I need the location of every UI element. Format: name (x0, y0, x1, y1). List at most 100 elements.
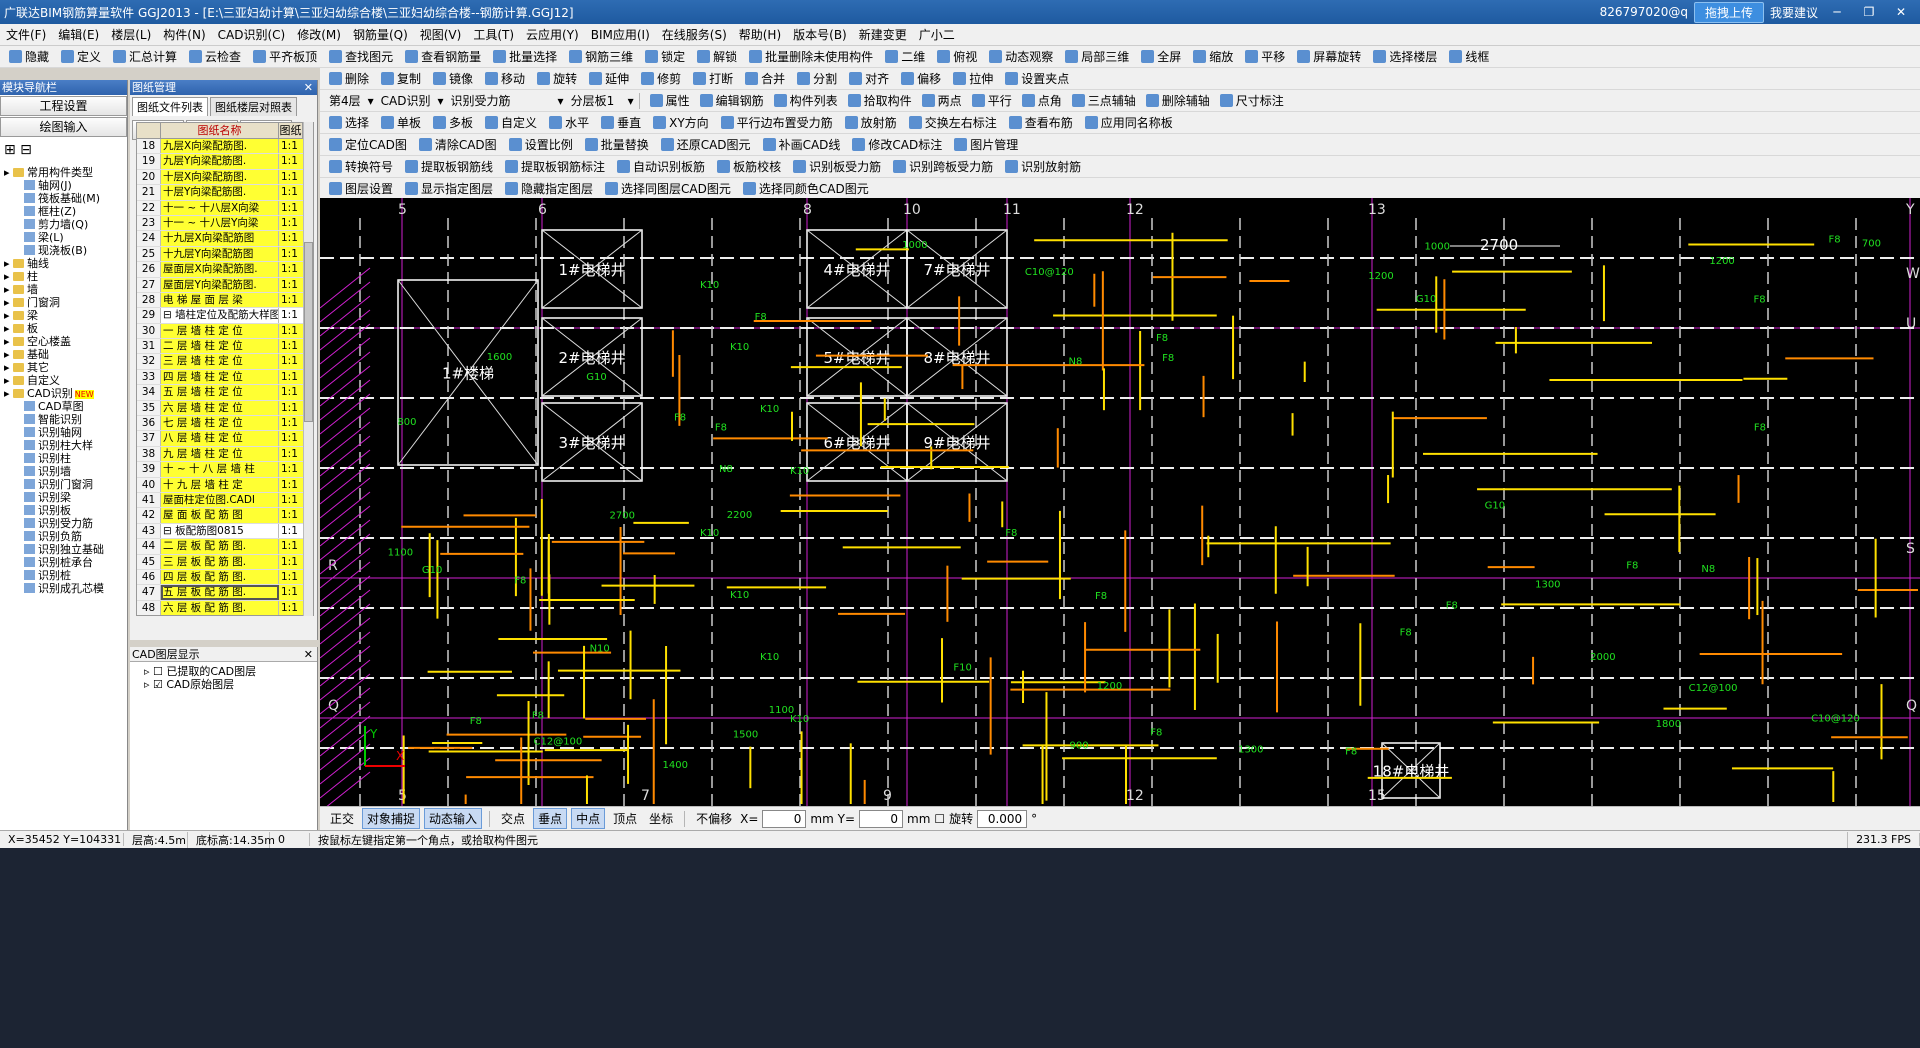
intersection-snap[interactable]: 交点 (501, 812, 526, 826)
toolbar-button[interactable]: 单板 (376, 113, 426, 133)
menu-item[interactable]: 修改(M) (297, 28, 341, 42)
tab-0[interactable]: 图纸文件列表 (132, 97, 208, 116)
toolbar-button[interactable]: XY方向 (648, 113, 714, 133)
menu-item[interactable]: 视图(V) (419, 28, 462, 42)
recognize-type-select[interactable]: 识别受力筋 (450, 94, 511, 108)
expander-icon[interactable]: ▸ (4, 322, 14, 335)
menu-item[interactable]: CAD识别(C) (217, 28, 286, 42)
minimize-icon[interactable]: ─ (1833, 5, 1841, 19)
toolbar-button[interactable]: 点角 (1017, 91, 1067, 111)
expander-icon[interactable]: ▸ (4, 361, 14, 374)
upload-button[interactable]: 拖拽上传 (1693, 1, 1764, 23)
toolbar-button[interactable]: 提取板钢筋线 (400, 157, 498, 177)
toolbar-button[interactable]: 两点 (917, 91, 967, 111)
vertex-snap[interactable]: 顶点 (613, 812, 638, 826)
tree-item[interactable]: 识别板 (4, 504, 127, 517)
maximize-icon[interactable]: ❐ (1863, 5, 1875, 19)
expander-icon[interactable]: ▸ (4, 296, 14, 309)
toolbar-button[interactable]: 识别板受力筋 (788, 157, 886, 177)
toolbar-button[interactable]: 分割 (792, 69, 842, 89)
menu-item[interactable]: 广小二 (918, 28, 955, 42)
account-label[interactable]: 826797020@q (1599, 5, 1688, 19)
tree-item[interactable]: ▸ 板 (4, 322, 127, 335)
expander-icon[interactable]: ▸ (4, 270, 14, 283)
feedback-link[interactable]: 我要建议 (1769, 5, 1818, 20)
toolbar-button[interactable]: 隐藏指定图层 (500, 179, 598, 199)
tree-item[interactable]: 筏板基础(M) (4, 192, 127, 205)
toolbar-button[interactable]: 移动 (480, 69, 530, 89)
tree-item[interactable]: ▸ 门窗洞 (4, 296, 127, 309)
toolbar-button[interactable]: 局部三维 (1060, 47, 1134, 67)
toolbar-button[interactable]: 打断 (688, 69, 738, 89)
menu-item[interactable]: 新建变更 (858, 28, 907, 42)
tree-item[interactable]: 识别柱 (4, 452, 127, 465)
toolbar-button[interactable]: 提取板钢筋标注 (500, 157, 610, 177)
toolbar-button[interactable]: 屏幕旋转 (1292, 47, 1366, 67)
toolbar-button[interactable]: 批量替换 (580, 135, 654, 155)
menu-item[interactable]: 文件(F) (6, 28, 47, 42)
tree-item[interactable]: 识别桩承台 (4, 556, 127, 569)
toolbar-button[interactable]: 批量删除未使用构件 (744, 47, 878, 67)
tree-item[interactable]: ▸ 自定义 (4, 374, 127, 387)
toolbar-button[interactable]: 查看钢筋量 (400, 47, 486, 67)
layer-extracted[interactable]: ▹ ☐ 已提取的CAD图层 (144, 665, 257, 678)
toolbar-button[interactable]: 选择 (324, 113, 374, 133)
toolbar-button[interactable]: 识别放射筋 (1000, 157, 1086, 177)
tree-item[interactable]: 识别桩 (4, 569, 127, 582)
toolbar-button[interactable]: 对齐 (844, 69, 894, 89)
rotate-checkbox[interactable]: ☐ (934, 811, 946, 826)
toolbar-button[interactable]: 设置比例 (504, 135, 578, 155)
close-icon[interactable]: ✕ (303, 648, 313, 661)
tree-item[interactable]: 识别梁 (4, 491, 127, 504)
toolbar-button[interactable]: 修改CAD标注 (847, 135, 947, 155)
slab-select[interactable]: 分层板1 (570, 94, 615, 108)
toolbar-button[interactable]: 俯视 (932, 47, 982, 67)
tree-item[interactable]: 剪力墙(Q) (4, 218, 127, 231)
toolbar-button[interactable]: 放射筋 (840, 113, 902, 133)
expander-icon[interactable]: ▸ (4, 387, 14, 400)
menu-item[interactable]: 钢筋量(Q) (352, 28, 408, 42)
menu-item[interactable]: 云应用(Y) (526, 28, 579, 42)
menu-item[interactable]: 在线服务(S) (661, 28, 727, 42)
toolbar-button[interactable]: 二维 (880, 47, 930, 67)
tree-item[interactable]: 识别负筋 (4, 530, 127, 543)
toolbar-button[interactable]: 平移 (1240, 47, 1290, 67)
toolbar-button[interactable]: 偏移 (896, 69, 946, 89)
expander-icon[interactable]: ▸ (4, 283, 14, 296)
toolbar-button[interactable]: 板筋校核 (712, 157, 786, 177)
dynamic-input-toggle[interactable]: 动态输入 (424, 808, 483, 829)
menu-item[interactable]: 帮助(H) (738, 28, 782, 42)
toolbar-button[interactable]: 钢筋三维 (564, 47, 638, 67)
menu-item[interactable]: 楼层(L) (111, 28, 152, 42)
toolbar-button[interactable]: 选择楼层 (1368, 47, 1442, 67)
tree-item[interactable]: 智能识别 (4, 413, 127, 426)
toolbar-button[interactable]: 转换符号 (324, 157, 398, 177)
tree-item[interactable]: ▸ 墙 (4, 283, 127, 296)
toolbar-button[interactable]: 锁定 (640, 47, 690, 67)
nav-button[interactable]: 绘图输入 (0, 117, 127, 137)
ortho-toggle[interactable]: 正交 (330, 812, 355, 826)
toolbar-button[interactable]: 编辑钢筋 (695, 91, 769, 111)
menu-item[interactable]: BIM应用(I) (590, 28, 650, 42)
expand-collapse-icons[interactable]: ⊞ ⊟ (4, 142, 32, 158)
toolbar-button[interactable]: 清除CAD图 (414, 135, 502, 155)
toolbar-button[interactable]: 平行边布置受力筋 (716, 113, 838, 133)
toolbar-button[interactable]: 还原CAD图元 (656, 135, 756, 155)
tree-item[interactable]: 识别成孔芯模 (4, 582, 127, 595)
